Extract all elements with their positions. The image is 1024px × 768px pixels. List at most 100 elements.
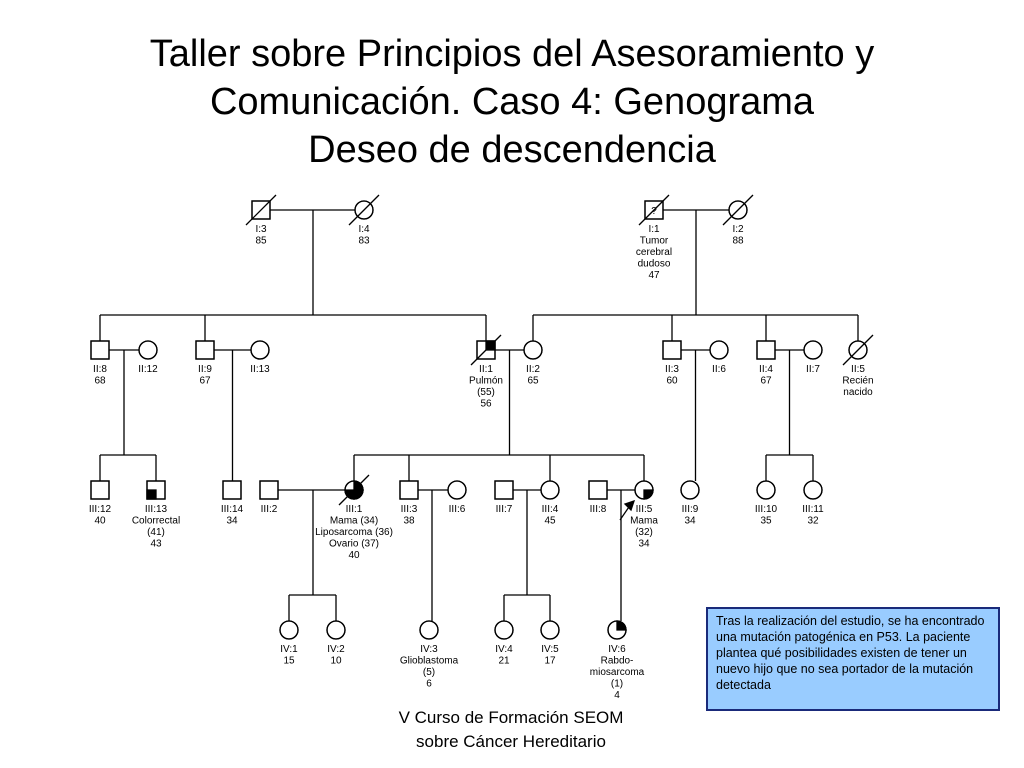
individual-label: 67 <box>199 376 211 387</box>
individual-label: 34 <box>638 539 650 550</box>
individual-ii-2: II:265 <box>523 340 543 387</box>
individual-label: Mama (34) <box>330 516 378 527</box>
individual-label: 88 <box>732 236 744 247</box>
title-line-2: Comunicación. Caso 4: Genograma <box>209 81 815 123</box>
individual-label: II:12 <box>138 364 158 375</box>
male-outline <box>251 200 271 220</box>
individual-label: III:6 <box>449 504 466 515</box>
male-outline <box>588 480 608 500</box>
individual-label: 68 <box>94 376 106 387</box>
individual-label: II:1 <box>479 364 493 375</box>
slide-title: Taller sobre Principios del Asesoramient… <box>0 30 1024 174</box>
individual-ii-13: II:13 <box>250 340 270 375</box>
individual-ii-4: II:467 <box>756 340 776 387</box>
female-outline <box>138 340 158 360</box>
individual-label: Recién <box>842 376 873 387</box>
individual-label: 17 <box>544 656 556 667</box>
female-outline <box>803 480 823 500</box>
title-line-3: Deseo de descendencia <box>308 129 716 171</box>
individual-label: 21 <box>498 656 510 667</box>
individual-label: I:3 <box>255 224 267 235</box>
individual-label: II:8 <box>93 364 107 375</box>
info-note-text: Tras la realización del estudio, se ha e… <box>716 614 985 692</box>
individual-label: II:7 <box>806 364 820 375</box>
individual-label: II:13 <box>250 364 270 375</box>
individual-ii-7: II:7 <box>803 340 823 375</box>
individual-label: (5) <box>423 667 435 678</box>
male-square <box>399 480 419 500</box>
male-square <box>588 480 608 500</box>
female-outline <box>419 620 439 640</box>
individual-iv-2: IV:210 <box>326 620 346 667</box>
female-outline <box>540 480 560 500</box>
individual-label: Mama <box>630 516 658 527</box>
affected-quadrant-fill <box>146 489 157 500</box>
male-outline <box>476 340 496 360</box>
individual-label: Glioblastoma <box>400 656 459 667</box>
individual-ii-8: II:868 <box>90 340 110 387</box>
info-note-box: Tras la realización del estudio, se ha e… <box>706 607 1000 711</box>
female-outline <box>803 340 823 360</box>
individual-iii-7: III:7 <box>494 480 514 515</box>
individual-label: III:12 <box>89 504 112 515</box>
individual-label: Pulmón <box>469 376 503 387</box>
deceased-slash <box>722 194 754 226</box>
individual-ii-12: II:12 <box>138 340 158 375</box>
male-outline <box>259 480 279 500</box>
individual-iv-5: IV:517 <box>540 620 560 667</box>
individual-ii-9: II:967 <box>195 340 215 387</box>
individual-label: Ovario (37) <box>329 539 379 550</box>
male-outline <box>399 480 419 500</box>
individual-iv-1: IV:115 <box>279 620 299 667</box>
individual-label: I:4 <box>358 224 370 235</box>
individual-label: III:7 <box>496 504 513 515</box>
individual-label: III:11 <box>802 504 824 515</box>
female-outline <box>680 480 700 500</box>
deceased-slash <box>245 194 277 226</box>
female-outline <box>728 200 748 220</box>
deceased-slash <box>842 334 874 366</box>
individual-label: dudoso <box>638 259 671 270</box>
title-line-1: Taller sobre Principios del Asesoramient… <box>149 33 875 75</box>
female-outline <box>848 340 868 360</box>
individual-iii-4: III:445 <box>540 480 560 527</box>
individual-label: 60 <box>666 376 678 387</box>
individual-label: (55) <box>477 387 495 398</box>
individual-label: II:2 <box>526 364 540 375</box>
individual-label: II:4 <box>759 364 773 375</box>
individual-label: III:10 <box>755 504 778 515</box>
individual-iii-9: III:934 <box>680 480 700 527</box>
individual-label: nacido <box>843 387 873 398</box>
male-square <box>662 340 682 360</box>
female-outline <box>250 340 270 360</box>
individual-label: 47 <box>648 270 660 281</box>
individual-label: 43 <box>150 539 162 550</box>
individual-label: 4 <box>614 690 620 701</box>
footer-line-1: V Curso de Formación SEOM <box>398 708 624 727</box>
individual-label: IV:5 <box>541 644 559 655</box>
individual-label: III:8 <box>590 504 607 515</box>
individual-label: (1) <box>611 679 623 690</box>
individual-i-4: I:483 <box>348 194 380 247</box>
individual-label: Liposarcoma (36) <box>315 527 393 538</box>
individual-ii-6: II:6 <box>709 340 729 375</box>
individual-label: 6 <box>426 679 432 690</box>
individual-iii-8: III:8 <box>588 480 608 515</box>
female-outline <box>756 480 776 500</box>
individual-label: cerebral <box>636 247 672 258</box>
individual-iii-3: III:338 <box>399 480 419 527</box>
individual-label: IV:3 <box>420 644 438 655</box>
male-square <box>90 480 110 500</box>
deceased-slash <box>638 194 670 226</box>
individual-label: I:2 <box>732 224 744 235</box>
female-outline <box>523 340 543 360</box>
individual-label: IV:1 <box>280 644 298 655</box>
female-outline <box>494 620 514 640</box>
individual-label: 85 <box>255 236 267 247</box>
